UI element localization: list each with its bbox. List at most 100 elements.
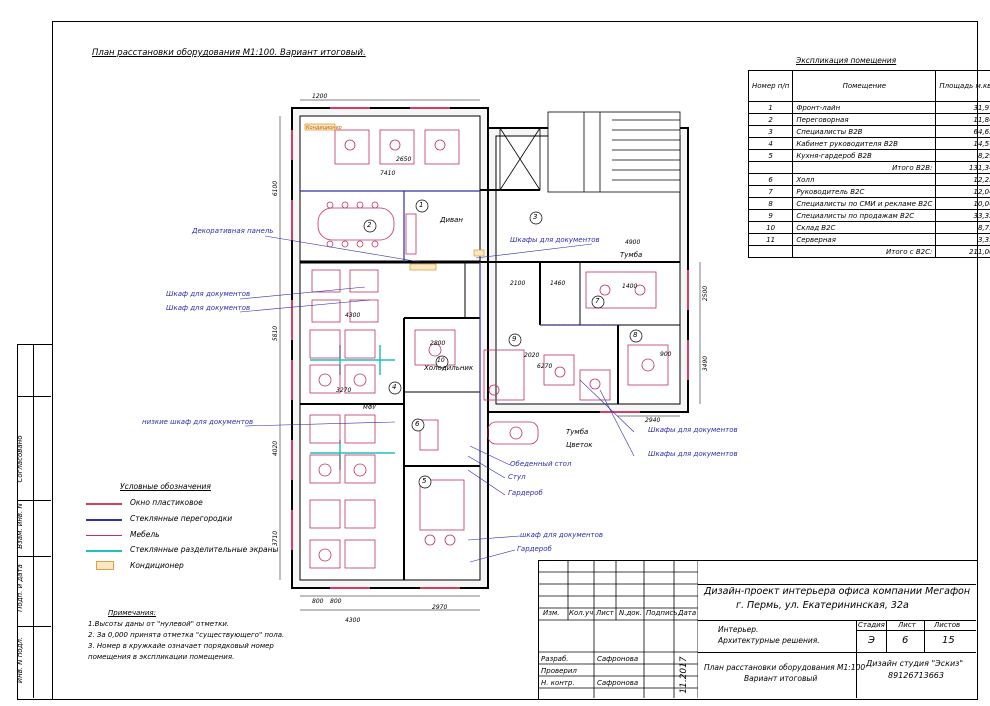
notes-line-3: 3. Номер в кружкайе означает порядковый … bbox=[88, 642, 274, 650]
callout-dining-table: Обеденный стол bbox=[510, 460, 572, 468]
header-room: Помещение bbox=[792, 70, 937, 102]
stamp-col-date: Дата bbox=[678, 609, 697, 617]
legend-label-window: Окно пластиковое bbox=[130, 498, 203, 507]
legend-label-glass: Стеклянные перегородки bbox=[130, 514, 233, 523]
callout-low-cabinet: низкие шкаф для документов bbox=[142, 418, 254, 426]
project-address: г. Пермь, ул. Екатерининская, 32а bbox=[736, 600, 909, 611]
dim-1700: 1400 bbox=[622, 283, 638, 290]
dim-4300-a: 4300 bbox=[345, 312, 361, 319]
studio-name: Дизайн студия "Эскиз" bbox=[866, 659, 964, 668]
studio-phone: 89126713663 bbox=[888, 671, 944, 680]
stair-block bbox=[499, 111, 681, 193]
sheets-header: Листов bbox=[934, 621, 961, 629]
legend-swatch-glass bbox=[86, 519, 122, 521]
dim-3710: 3710 bbox=[272, 530, 280, 547]
dim-2500: 2500 bbox=[702, 285, 710, 302]
legend-label-screens: Стеклянные разделительные экраны bbox=[130, 545, 279, 554]
callout-doc-cabinet-3: шкаф для документов bbox=[520, 531, 604, 539]
dim-3270: 3270 bbox=[336, 387, 352, 394]
dim-800-b: 800 bbox=[330, 598, 342, 605]
room-num-8: 8 bbox=[633, 331, 638, 339]
side-strip bbox=[17, 344, 52, 700]
room-num-6: 6 bbox=[415, 420, 420, 428]
callout-cabinets-1: Шкафы для документов bbox=[510, 236, 600, 244]
notes-line-1: 1.Высоты даны от "нулевой" отметки. bbox=[88, 620, 230, 628]
title-block bbox=[538, 560, 977, 699]
stamp-name-3: Сафронова bbox=[597, 679, 639, 687]
notes-line-2: 2. За 0,000 принята отметка "существующе… bbox=[88, 631, 285, 639]
legend-swatch-conditioner bbox=[96, 561, 114, 570]
dim-1460: 1460 bbox=[550, 280, 566, 287]
stamp-col-kolych: Кол.уч. bbox=[569, 609, 596, 617]
callout-wardrobe-1: Гардероб bbox=[508, 489, 543, 497]
table-row-total: Итого В2В:131,34 bbox=[747, 161, 990, 174]
room-num-1: 1 bbox=[419, 201, 424, 209]
legend-label-furniture: Мебель bbox=[130, 530, 160, 539]
callout-decor-panel: Декоративная панель bbox=[192, 227, 274, 235]
plan-title: План расстановки оборудования М1:100. Ва… bbox=[92, 48, 366, 58]
stamp-role-3: Н. контр. bbox=[541, 679, 575, 687]
drawing-frame bbox=[52, 21, 978, 700]
legend-swatch-furniture bbox=[86, 535, 122, 536]
room-markers bbox=[363, 199, 643, 489]
table-row-total: Итого с В2С:211,00 bbox=[747, 245, 990, 258]
legend-label-conditioner: Кондиционер bbox=[130, 561, 184, 570]
stage-value: Э bbox=[868, 635, 875, 646]
dim-2940: 2940 bbox=[645, 417, 661, 424]
sheet-value: 6 bbox=[902, 635, 909, 646]
section-line-2: Архитектурные решения. bbox=[718, 636, 820, 645]
glass-partitions bbox=[300, 190, 618, 466]
dim-4300-b: 4300 bbox=[345, 617, 361, 624]
dim-2970: 2970 bbox=[432, 604, 448, 611]
label-conditioner: Кондиционер bbox=[306, 125, 342, 131]
sheet-title-2: Вариант итоговый bbox=[744, 674, 818, 683]
room-num-10: 10 bbox=[437, 357, 445, 364]
dim-6100: 6100 bbox=[272, 180, 280, 197]
header-num: Номер п/п bbox=[747, 70, 794, 102]
callout-cabinets-3: Шкафы для документов bbox=[648, 450, 738, 458]
header-area: Площадь м.кв. bbox=[935, 70, 990, 102]
room-num-4: 4 bbox=[392, 383, 397, 391]
dim-2800: 2800 bbox=[430, 340, 446, 347]
label-flower: Цветок bbox=[566, 441, 593, 449]
stamp-col-izm: Изм. bbox=[543, 609, 560, 617]
callout-leaders bbox=[239, 235, 635, 563]
label-tumba-1: Тумба bbox=[620, 251, 643, 259]
explication-title: Экспликация помещения bbox=[796, 56, 897, 65]
sheets-value: 15 bbox=[942, 635, 955, 646]
dim-800-a: 800 bbox=[312, 598, 324, 605]
dim-2020: 2020 bbox=[524, 352, 540, 359]
dim-2100: 2100 bbox=[510, 280, 526, 287]
legend-swatch-screens bbox=[86, 550, 122, 552]
callout-cabinets-2: Шкафы для документов bbox=[648, 426, 738, 434]
air-conditioners bbox=[304, 123, 485, 271]
callout-chair: Стул bbox=[508, 473, 526, 481]
label-fridge: Холодильник bbox=[424, 364, 474, 372]
room-num-3: 3 bbox=[533, 213, 538, 221]
project-title: Дизайн-проект интерьера офиса компании М… bbox=[704, 586, 971, 597]
callout-doc-cabinet-2: Шкаф для документов bbox=[166, 304, 251, 312]
room-num-5: 5 bbox=[422, 477, 427, 485]
stamp-date: 11.2017 bbox=[679, 656, 689, 694]
dim-3490: 3490 bbox=[702, 355, 710, 372]
dimension-lines bbox=[279, 99, 701, 611]
stamp-col-list: Лист bbox=[596, 609, 614, 617]
callout-wardrobe-2: Гардероб bbox=[517, 545, 552, 553]
label-tumba-2: Тумба bbox=[566, 428, 589, 436]
dim-4900: 4900 bbox=[625, 239, 641, 246]
stamp-role-1: Разраб. bbox=[541, 655, 569, 663]
sheet-title-1: План расстановки оборудования М1:100 bbox=[704, 663, 866, 672]
stamp-col-ndok: N.док. bbox=[619, 609, 643, 617]
dim-1500: 900 bbox=[660, 351, 672, 358]
legend-title: Условные обозначения bbox=[120, 482, 211, 491]
